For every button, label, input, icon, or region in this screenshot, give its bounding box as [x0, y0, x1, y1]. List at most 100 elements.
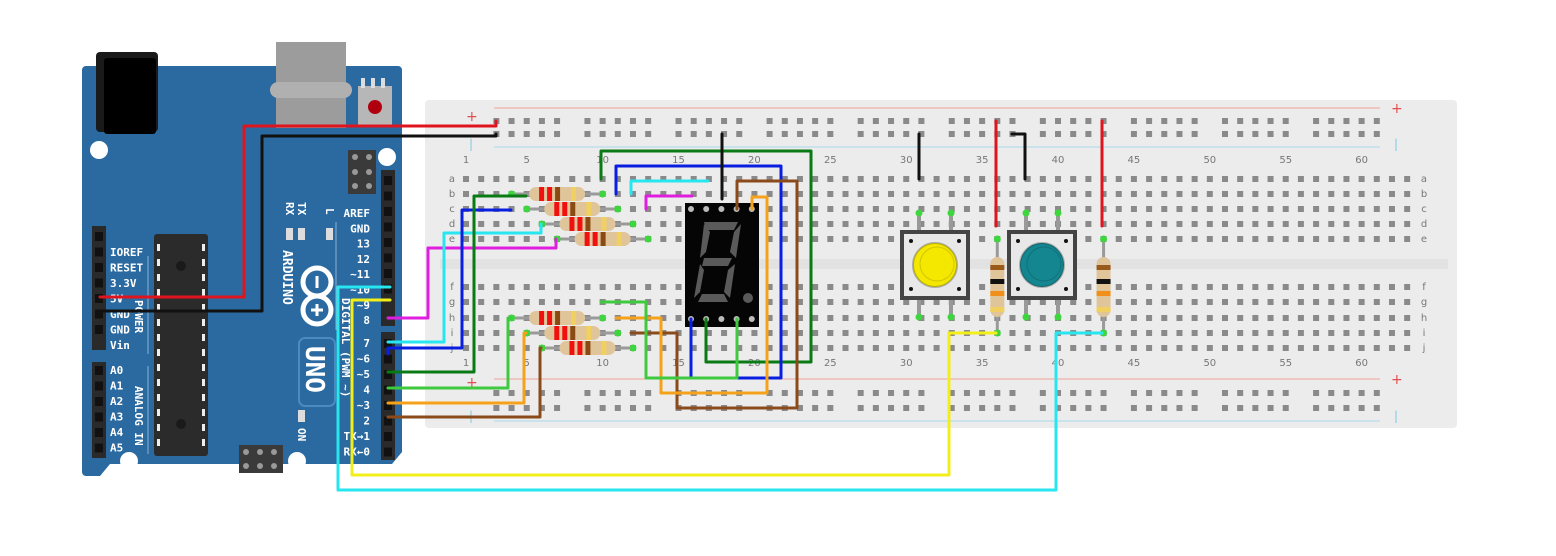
- rail-hole[interactable]: [948, 131, 955, 137]
- breadboard-hole[interactable]: [812, 221, 819, 227]
- breadboard-hole[interactable]: [1100, 221, 1107, 227]
- breadboard-hole[interactable]: [736, 330, 743, 336]
- breadboard-hole[interactable]: [1237, 299, 1244, 305]
- rail-hole[interactable]: [554, 405, 561, 411]
- breadboard-hole[interactable]: [463, 315, 469, 321]
- rail-hole[interactable]: [812, 405, 819, 411]
- breadboard-hole[interactable]: [1358, 284, 1365, 290]
- rail-hole[interactable]: [1343, 390, 1350, 396]
- breadboard-hole[interactable]: [1267, 330, 1274, 336]
- breadboard-hole[interactable]: [842, 315, 849, 321]
- rail-hole[interactable]: [781, 390, 788, 396]
- header-socket[interactable]: [384, 222, 392, 232]
- breadboard-hole[interactable]: [796, 284, 803, 290]
- breadboard-hole[interactable]: [1206, 284, 1213, 290]
- breadboard-hole[interactable]: [1009, 221, 1016, 227]
- breadboard-hole[interactable]: [569, 284, 576, 290]
- breadboard-hole[interactable]: [675, 206, 682, 212]
- breadboard-hole[interactable]: [1009, 345, 1016, 351]
- breadboard-hole[interactable]: [1039, 191, 1046, 197]
- breadboard-hole[interactable]: [888, 284, 895, 290]
- rail-hole[interactable]: [1055, 390, 1062, 396]
- breadboard-hole[interactable]: [1206, 345, 1213, 351]
- rail-hole[interactable]: [1009, 118, 1016, 124]
- breadboard-hole[interactable]: [705, 345, 712, 351]
- breadboard-hole[interactable]: [1388, 236, 1395, 242]
- breadboard-hole[interactable]: [872, 330, 879, 336]
- button-cap[interactable]: [1019, 242, 1065, 288]
- breadboard-hole[interactable]: [1328, 191, 1335, 197]
- breadboard-hole[interactable]: [1055, 206, 1062, 212]
- breadboard-hole[interactable]: [1404, 221, 1411, 227]
- breadboard-hole[interactable]: [766, 206, 773, 212]
- rail-hole[interactable]: [1267, 390, 1274, 396]
- rail-hole[interactable]: [918, 118, 925, 124]
- breadboard-hole[interactable]: [721, 330, 728, 336]
- rail-hole[interactable]: [1161, 131, 1168, 137]
- breadboard-hole[interactable]: [1206, 221, 1213, 227]
- wire-pin3[interactable]: [386, 331, 528, 405]
- breadboard-hole[interactable]: [508, 176, 515, 182]
- breadboard-hole[interactable]: [675, 284, 682, 290]
- breadboard-hole[interactable]: [796, 315, 803, 321]
- breadboard-hole[interactable]: [1070, 299, 1077, 305]
- breadboard-hole[interactable]: [979, 206, 986, 212]
- breadboard-hole[interactable]: [842, 330, 849, 336]
- breadboard-hole[interactable]: [463, 176, 469, 182]
- rail-hole[interactable]: [872, 131, 879, 137]
- rail-hole[interactable]: [1070, 390, 1077, 396]
- breadboard-hole[interactable]: [1130, 236, 1137, 242]
- header-socket[interactable]: [95, 309, 103, 319]
- breadboard-hole[interactable]: [1191, 221, 1198, 227]
- breadboard-hole[interactable]: [1191, 236, 1198, 242]
- breadboard-hole[interactable]: [979, 299, 986, 305]
- breadboard-hole[interactable]: [827, 284, 834, 290]
- breadboard-hole[interactable]: [1100, 206, 1107, 212]
- breadboard-hole[interactable]: [1146, 284, 1153, 290]
- breadboard-hole[interactable]: [963, 191, 970, 197]
- breadboard-hole[interactable]: [857, 191, 864, 197]
- breadboard-hole[interactable]: [1404, 330, 1411, 336]
- breadboard-hole[interactable]: [903, 221, 910, 227]
- breadboard-hole[interactable]: [751, 191, 758, 197]
- rail-hole[interactable]: [1237, 390, 1244, 396]
- breadboard-hole[interactable]: [645, 206, 652, 212]
- breadboard-hole[interactable]: [827, 330, 834, 336]
- header-socket[interactable]: [384, 253, 392, 263]
- breadboard-hole[interactable]: [1388, 345, 1395, 351]
- rail-hole[interactable]: [629, 390, 636, 396]
- breadboard-hole[interactable]: [508, 221, 515, 227]
- rail-hole[interactable]: [812, 118, 819, 124]
- rail-hole[interactable]: [629, 118, 636, 124]
- breadboard-hole[interactable]: [1343, 345, 1350, 351]
- breadboard-hole[interactable]: [1343, 176, 1350, 182]
- breadboard-hole[interactable]: [1009, 206, 1016, 212]
- breadboard-hole[interactable]: [493, 315, 500, 321]
- rail-hole[interactable]: [1146, 405, 1153, 411]
- breadboard-hole[interactable]: [1070, 315, 1077, 321]
- rail-hole[interactable]: [508, 131, 515, 137]
- breadboard-hole[interactable]: [584, 299, 591, 305]
- breadboard-hole[interactable]: [675, 176, 682, 182]
- rail-hole[interactable]: [1373, 390, 1380, 396]
- wire-pin8[interactable]: [386, 237, 558, 320]
- breadboard-hole[interactable]: [1358, 299, 1365, 305]
- rail-hole[interactable]: [1176, 405, 1183, 411]
- breadboard-hole[interactable]: [1282, 206, 1289, 212]
- breadboard-hole[interactable]: [857, 330, 864, 336]
- rail-hole[interactable]: [1055, 131, 1062, 137]
- breadboard-hole[interactable]: [1085, 299, 1092, 305]
- wire-5v[interactable]: [98, 119, 498, 299]
- breadboard-hole[interactable]: [781, 299, 788, 305]
- wire-pin9[interactable]: [350, 298, 998, 477]
- breadboard-hole[interactable]: [812, 299, 819, 305]
- breadboard-hole[interactable]: [1328, 176, 1335, 182]
- breadboard-hole[interactable]: [554, 299, 561, 305]
- breadboard-hole[interactable]: [766, 345, 773, 351]
- breadboard-hole[interactable]: [1267, 221, 1274, 227]
- rail-hole[interactable]: [1282, 405, 1289, 411]
- breadboard-hole[interactable]: [1039, 330, 1046, 336]
- breadboard-hole[interactable]: [1176, 191, 1183, 197]
- wire-seg[interactable]: [629, 179, 710, 196]
- breadboard-hole[interactable]: [1388, 221, 1395, 227]
